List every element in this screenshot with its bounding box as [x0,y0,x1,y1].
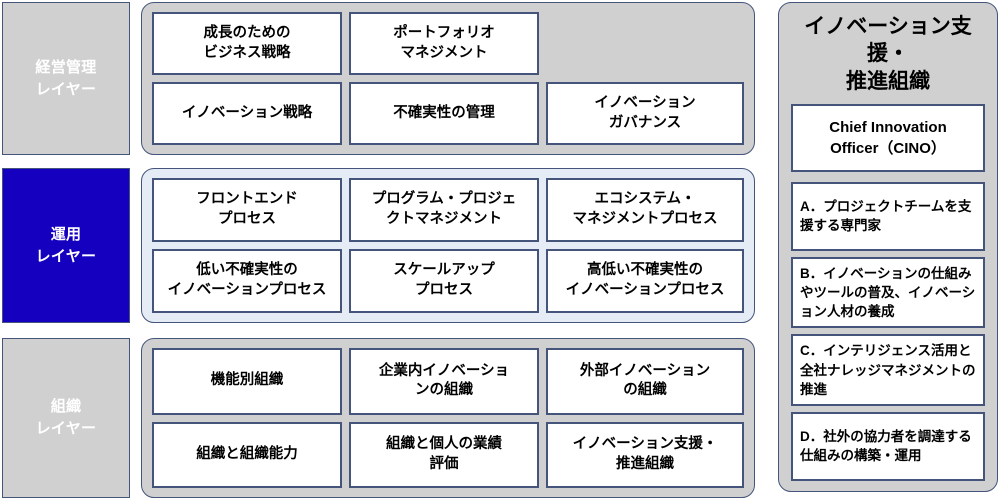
framework-cell[interactable]: プログラム・プロジェクトマネジメント [349,178,539,242]
cell-row: 成長のためのビジネス戦略 ポートフォリオマネジメント [152,12,744,75]
framework-cell[interactable]: 機能別組織 [152,348,342,415]
cell-row: 組織と組織能力 組織と個人の業績評価 イノベーション支援・推進組織 [152,421,744,488]
framework-cell[interactable]: イノベーション戦略 [152,82,342,145]
framework-cell[interactable]: フロントエンドプロセス [152,178,342,242]
framework-cell[interactable]: 企業内イノベーションの組織 [349,348,539,415]
layer-group-organization: 機能別組織 企業内イノベーションの組織 外部イノベーションの組織 組織と組織能力… [141,338,755,498]
framework-cell[interactable]: 外部イノベーションの組織 [546,348,744,415]
framework-cell[interactable]: 成長のためのビジネス戦略 [152,12,342,75]
framework-cell[interactable]: 組織と組織能力 [152,421,342,488]
framework-cell[interactable]: イノベーション支援・推進組織 [546,421,744,488]
side-panel-item-c[interactable]: C．インテリジェンス活用と全社ナレッジマネジメントの推進 [791,334,985,406]
framework-cell[interactable]: エコシステム・マネジメントプロセス [546,178,744,242]
cell-row: 低い不確実性のイノベーションプロセス スケールアッププロセス 高低い不確実性のイ… [152,249,744,313]
framework-cell[interactable]: 組織と個人の業績評価 [349,421,539,488]
framework-cell[interactable]: スケールアッププロセス [349,249,539,313]
layer-label-organization: 組織レイヤー [2,338,130,498]
layer-group-management: 成長のためのビジネス戦略 ポートフォリオマネジメント イノベーション戦略 不確実… [141,2,755,155]
cell-row: イノベーション戦略 不確実性の管理 イノベーションガバナンス [152,82,744,145]
cell-row: フロントエンドプロセス プログラム・プロジェクトマネジメント エコシステム・マネ… [152,178,744,242]
side-panel-item-d[interactable]: D．社外の協力者を調達する仕組みの構築・運用 [791,411,985,482]
framework-cell-empty [546,12,744,75]
framework-cell[interactable]: 高低い不確実性のイノベーションプロセス [546,249,744,313]
side-panel-title: イノベーション支援・推進組織 [804,15,972,93]
framework-cell[interactable]: ポートフォリオマネジメント [349,12,539,75]
framework-cell[interactable]: 低い不確実性のイノベーションプロセス [152,249,342,313]
side-panel-item-b[interactable]: B．イノベーションの仕組みやツールの普及、イノベーション人材の養成 [791,256,985,329]
side-panel-item-a[interactable]: A．プロジェクトチームを支援する専門家 [791,181,985,251]
layer-label-operations: 運用レイヤー [2,168,130,323]
layer-label-management: 経営管理レイヤー [2,2,130,155]
layer-group-operations: フロントエンドプロセス プログラム・プロジェクトマネジメント エコシステム・マネ… [141,168,755,323]
cell-row: 機能別組織 企業内イノベーションの組織 外部イノベーションの組織 [152,348,744,415]
framework-cell[interactable]: 不確実性の管理 [349,82,539,145]
framework-cell[interactable]: イノベーションガバナンス [546,82,744,145]
